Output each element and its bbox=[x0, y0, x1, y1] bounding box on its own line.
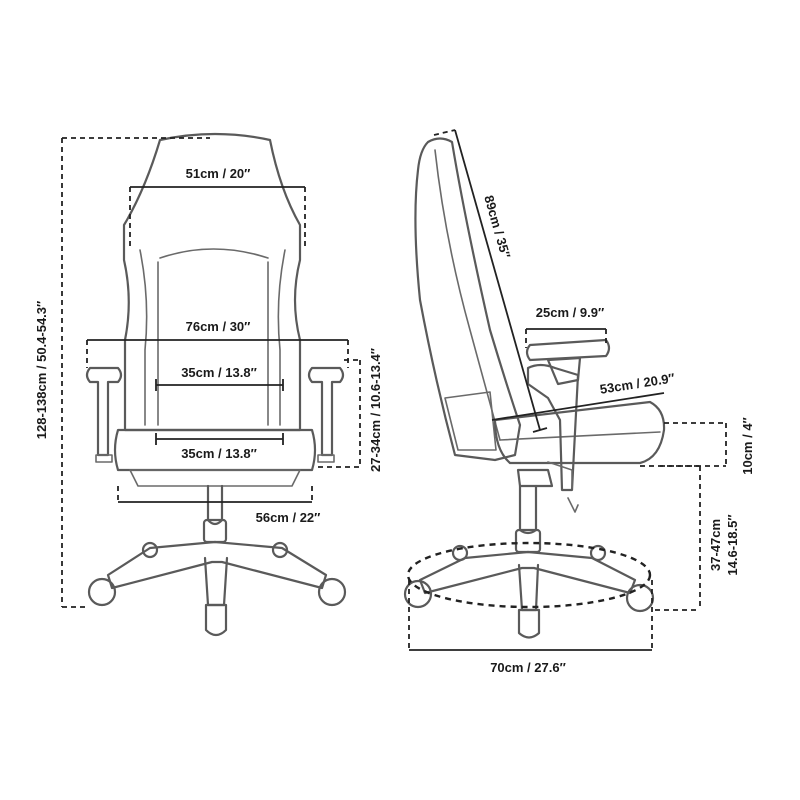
armrest-depth-label: 25cm / 9.9″ bbox=[536, 305, 604, 320]
side-chair-outline bbox=[403, 137, 666, 639]
backrest-height-label: 89cm / 35″ bbox=[481, 194, 513, 260]
seat-height-in-label: 14.6-18.5″ bbox=[725, 514, 740, 575]
seat-depth-label: 53cm / 20.9″ bbox=[599, 370, 676, 397]
total-height-label: 128-138cm / 50.4-54.3″ bbox=[34, 301, 49, 440]
backrest-width-label: 51cm / 20″ bbox=[186, 166, 251, 181]
armrest-span-label: 76cm / 30″ bbox=[186, 319, 251, 334]
front-dimension-lines bbox=[61, 137, 361, 608]
base-width-label: 56cm / 22″ bbox=[256, 510, 321, 525]
lumbar-width-label: 35cm / 13.8″ bbox=[181, 365, 257, 380]
seat-height-cm-label: 37-47cm bbox=[708, 519, 723, 571]
armrest-height-label: 27-34cm / 10.6-13.4″ bbox=[368, 348, 383, 472]
side-dimension-lines bbox=[406, 129, 727, 651]
seat-thickness-label: 10cm / 4″ bbox=[740, 417, 755, 475]
base-diameter-label: 70cm / 27.6″ bbox=[490, 660, 566, 675]
front-chair-outline bbox=[85, 132, 347, 637]
seat-width-label: 35cm / 13.8″ bbox=[181, 446, 257, 461]
